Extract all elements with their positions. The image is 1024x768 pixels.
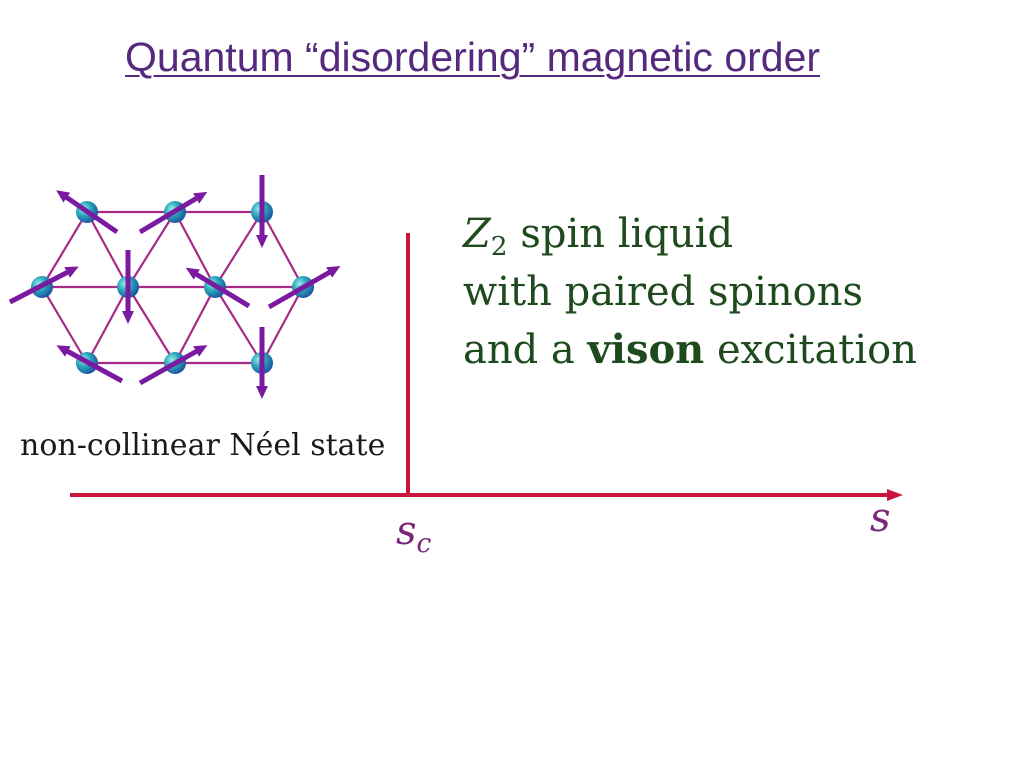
lattice-bond bbox=[40, 210, 89, 289]
spin-arrow bbox=[138, 191, 208, 235]
lattice-bond bbox=[260, 210, 305, 289]
lattice-bond bbox=[40, 285, 89, 365]
spin-liquid-text: spin liquid bbox=[520, 211, 734, 257]
lattice-bonds bbox=[40, 210, 305, 365]
lattice-bond bbox=[85, 285, 130, 365]
spin-arrow bbox=[138, 345, 208, 386]
lattice-bond bbox=[126, 285, 177, 365]
phase-axis bbox=[70, 233, 903, 501]
spin-liquid-line-2: with paired spinons bbox=[463, 269, 863, 315]
spin-arrow bbox=[185, 267, 251, 309]
lattice-bond bbox=[213, 285, 264, 365]
critical-point-label: sc bbox=[396, 508, 431, 557]
spin-liquid-description: Z2 spin liquid with paired spinons and a… bbox=[463, 205, 917, 379]
axis-end-label: s bbox=[870, 495, 891, 541]
lattice-bond bbox=[173, 210, 217, 289]
lattice-bond bbox=[173, 285, 217, 365]
lattice-bond bbox=[126, 210, 177, 289]
neel-state-label: non-collinear Néel state bbox=[20, 428, 386, 463]
line3-before: and a bbox=[463, 327, 575, 373]
spin-arrow bbox=[56, 345, 124, 384]
z2-symbol: Z bbox=[463, 211, 491, 257]
vison-term: vison bbox=[587, 326, 705, 373]
lattice-bond bbox=[213, 210, 264, 289]
line3-after: excitation bbox=[716, 327, 917, 373]
z2-subscript: 2 bbox=[490, 231, 508, 263]
critical-symbol: s bbox=[396, 508, 417, 554]
spin-arrow bbox=[56, 190, 119, 235]
lattice-bond bbox=[260, 285, 305, 365]
spin-arrows bbox=[8, 175, 341, 399]
critical-subscript: c bbox=[416, 528, 432, 560]
spin-liquid-line-3: and a vison excitation bbox=[463, 321, 917, 379]
slide-title: Quantum “disordering” magnetic order bbox=[125, 34, 821, 80]
triangular-lattice bbox=[8, 175, 341, 399]
spin-arrow bbox=[8, 266, 79, 305]
spin-liquid-line-1: Z2 spin liquid bbox=[463, 205, 917, 263]
spin-arrow bbox=[267, 266, 341, 310]
lattice-bond bbox=[85, 210, 130, 289]
